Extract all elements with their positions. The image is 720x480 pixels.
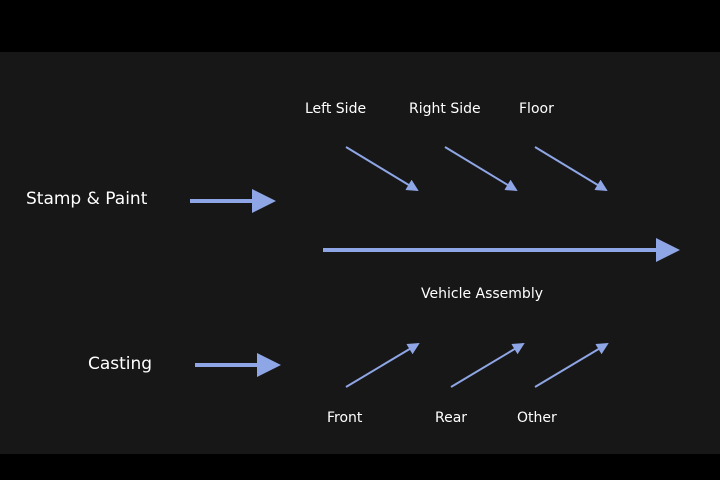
rear-label: Rear	[435, 410, 468, 426]
stamp-paint-label: Stamp & Paint	[26, 189, 148, 209]
right-side-branch-arrow	[444, 146, 518, 192]
floor-label: Floor	[519, 101, 554, 117]
other-label: Other	[517, 410, 557, 426]
front-branch-arrow	[345, 342, 420, 388]
left-side-label: Left Side	[305, 101, 367, 117]
diagram-canvas	[0, 52, 720, 454]
rear-branch-arrow	[450, 342, 525, 388]
other-branch-arrow	[534, 342, 609, 388]
left-side-branch-arrow	[345, 146, 419, 192]
casting-label: Casting	[88, 354, 153, 374]
letterbox-top	[0, 0, 720, 52]
floor-branch-arrow	[534, 146, 608, 192]
letterbox-bottom	[0, 454, 720, 480]
right-side-label: Right Side	[409, 101, 481, 117]
vehicle-assembly-label: Vehicle Assembly	[421, 286, 543, 302]
front-label: Front	[327, 410, 363, 426]
